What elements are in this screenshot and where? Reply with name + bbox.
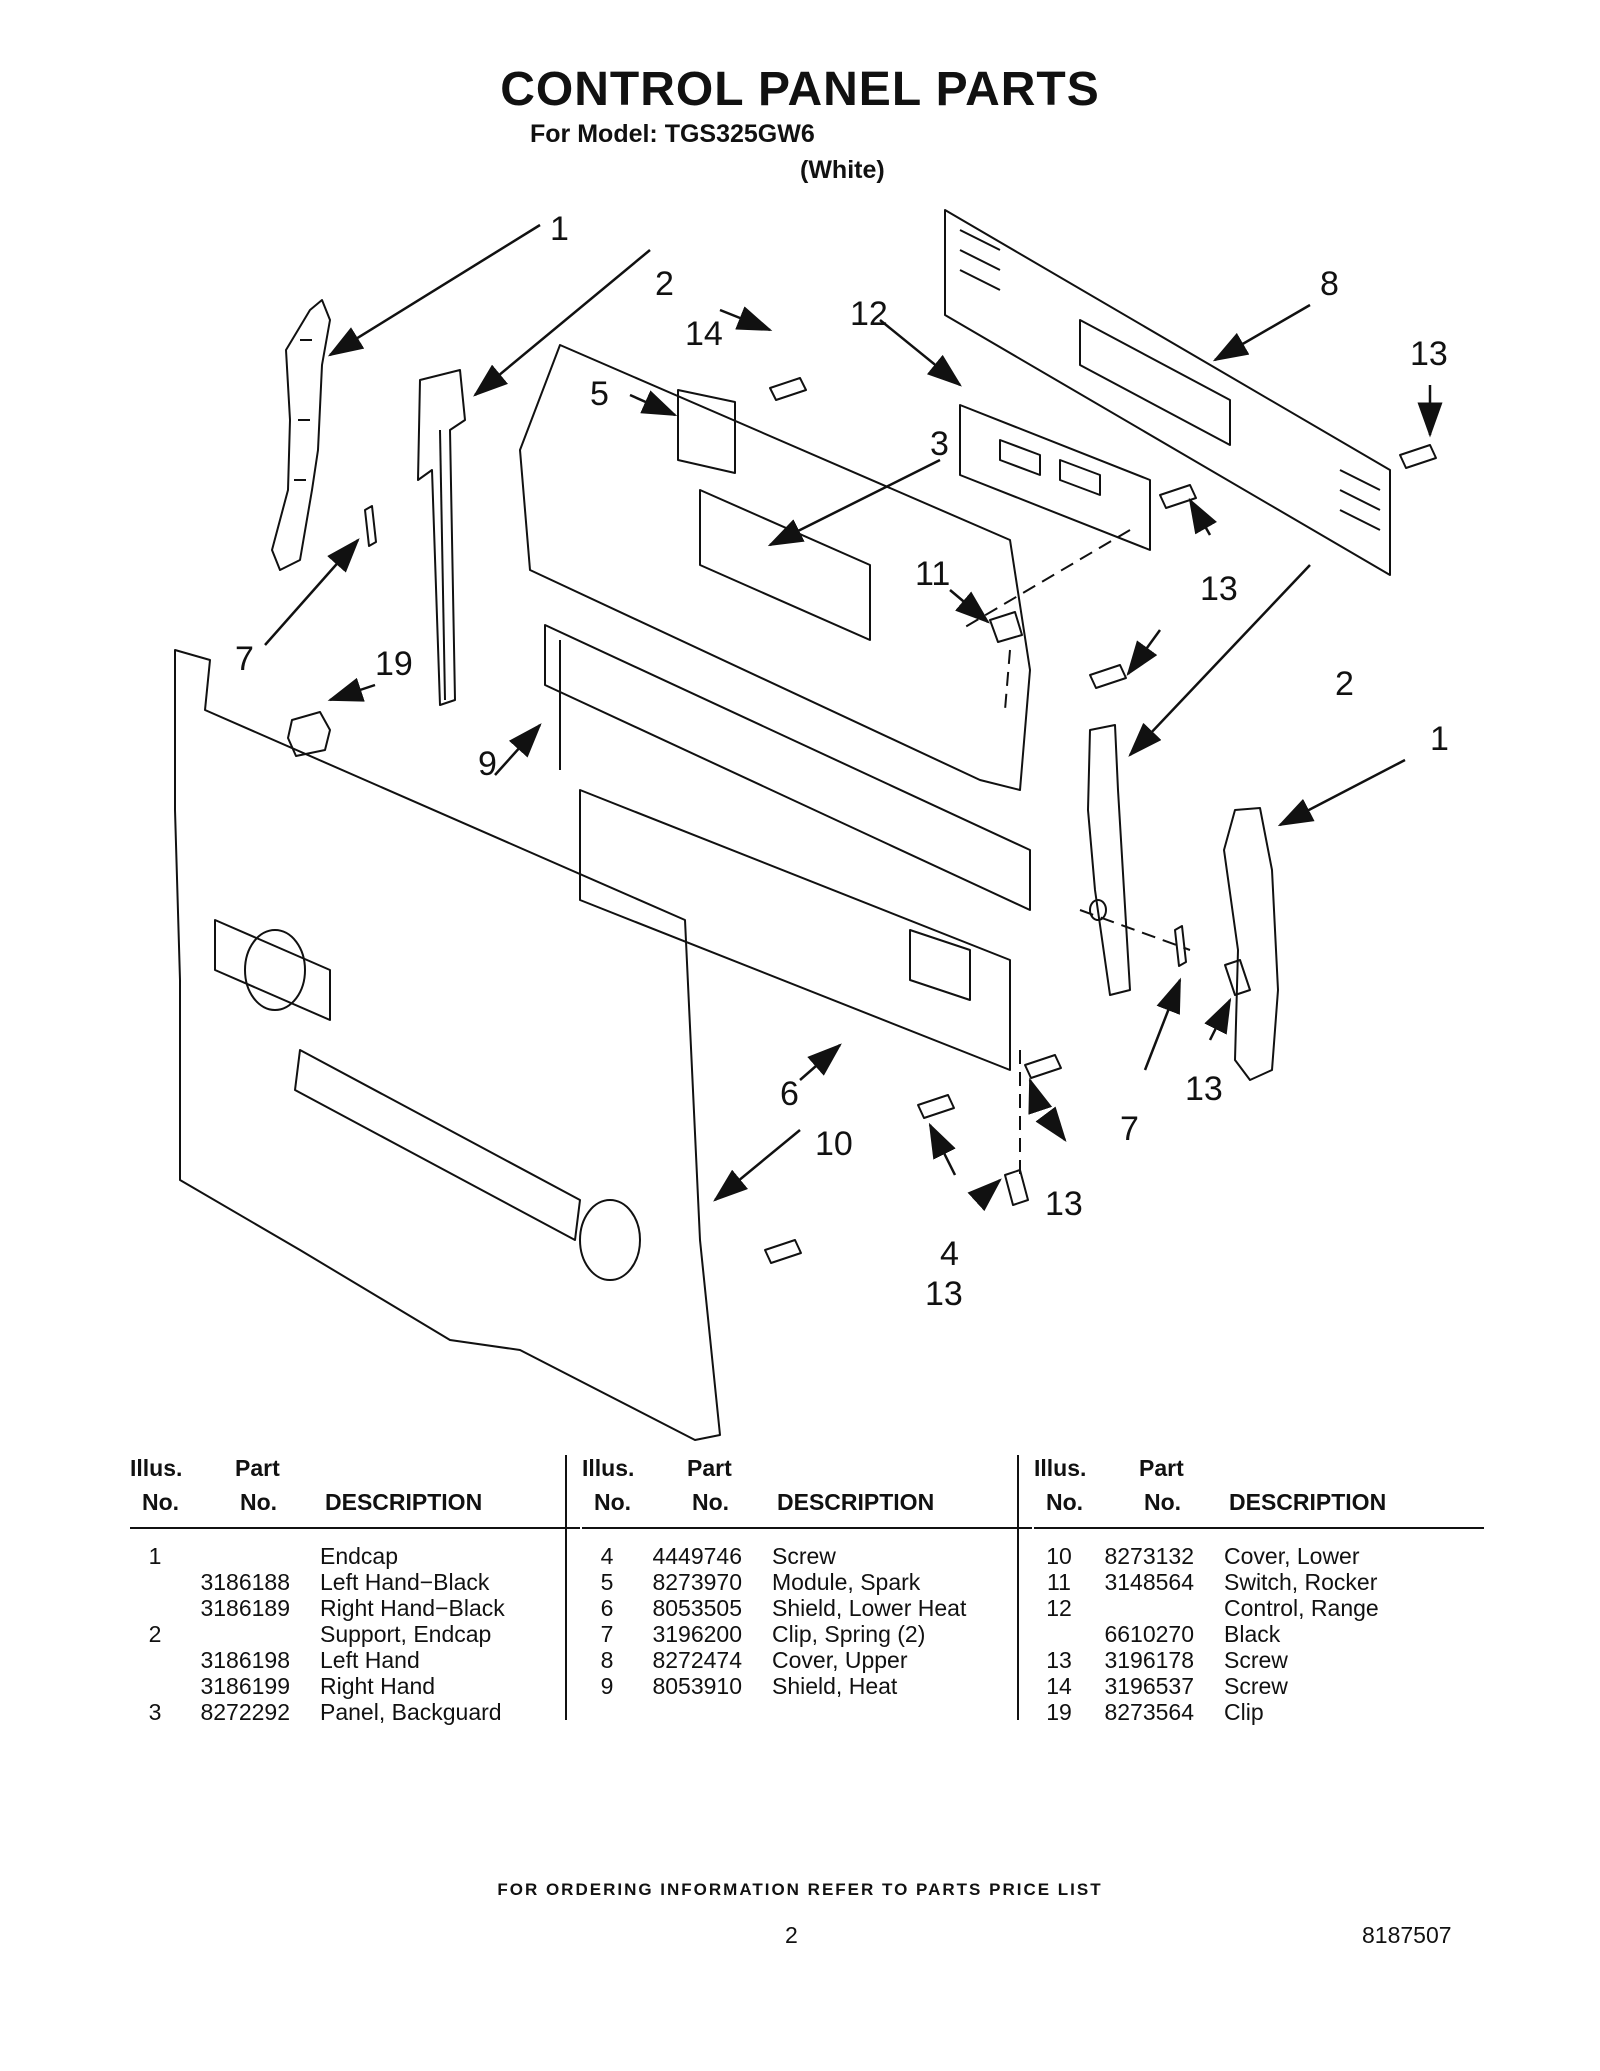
upper-cover — [944, 209, 1391, 576]
header-part-no: No. — [1144, 1489, 1182, 1515]
callout-9: 9 — [478, 745, 497, 783]
callout-2-right: 2 — [1335, 665, 1354, 703]
spring-clip-left — [364, 505, 377, 547]
header-part-no: No. — [240, 1489, 278, 1515]
ordering-note: FOR ORDERING INFORMATION REFER TO PARTS … — [497, 1880, 1103, 1899]
callout-13-c: 13 — [1185, 1070, 1223, 1108]
callout-7-right: 7 — [1120, 1110, 1139, 1148]
callout-19: 19 — [375, 645, 413, 683]
callout-13-b: 13 — [1200, 570, 1238, 608]
backguard-panel — [519, 344, 1031, 791]
header-description: DESCRIPTION — [325, 1489, 483, 1515]
column-divider — [565, 1455, 567, 1720]
column-divider — [1017, 1455, 1019, 1720]
header-illus: Illus. — [130, 1455, 183, 1481]
callout-7-left: 7 — [235, 640, 254, 678]
page-number: 2 — [785, 1922, 798, 1948]
callout-1-right: 1 — [1430, 720, 1449, 758]
rocker-switch — [989, 611, 1023, 643]
screw-13-a — [1399, 444, 1437, 469]
header-description: DESCRIPTION — [1229, 1489, 1387, 1515]
model-number: For Model: TGS325GW6 — [530, 120, 815, 148]
callout-13-d: 13 — [1045, 1185, 1083, 1223]
exploded-parts-diagram: 1 2 14 5 12 3 8 13 11 13 7 19 9 2 1 6 10… — [174, 209, 1449, 1441]
callout-10: 10 — [815, 1125, 853, 1163]
endcap-left — [271, 299, 331, 571]
callout-8: 8 — [1320, 265, 1339, 303]
header-part: Part — [687, 1455, 732, 1481]
header-illus-no: No. — [142, 1489, 180, 1515]
header-illus-no: No. — [1046, 1489, 1084, 1515]
screw-13-e — [1024, 1054, 1062, 1079]
header-part: Part — [235, 1455, 280, 1481]
heat-shield — [544, 624, 1031, 911]
header-part: Part — [1139, 1455, 1184, 1481]
screw-13-d — [1224, 959, 1251, 996]
callout-11: 11 — [915, 555, 950, 593]
page-title: CONTROL PANEL PARTS — [500, 63, 1100, 116]
callout-5: 5 — [590, 375, 609, 413]
document-number: 8187507 — [1362, 1922, 1452, 1948]
callout-3: 3 — [930, 425, 949, 463]
callout-13-f: 13 — [925, 1275, 963, 1313]
callout-12: 12 — [850, 295, 888, 333]
lower-heat-shield — [579, 789, 1011, 1071]
screw-4 — [917, 1094, 955, 1119]
clip-19 — [287, 711, 331, 757]
callout-6: 6 — [780, 1075, 799, 1113]
table-header: Illus. No. Part No. DESCRIPTION — [1034, 1455, 1484, 1529]
header-illus: Illus. — [582, 1455, 635, 1481]
screw-13-f — [1004, 1169, 1029, 1206]
screw-14 — [769, 377, 807, 401]
screw-13-c — [1089, 664, 1127, 689]
endcap-right — [1223, 807, 1279, 1081]
endcap-support-right — [1087, 724, 1131, 996]
header-illus-no: No. — [594, 1489, 632, 1515]
callout-1-left: 1 — [550, 210, 569, 248]
callout-13-a: 13 — [1410, 335, 1448, 373]
endcap-support-left — [417, 369, 466, 706]
callout-14: 14 — [685, 315, 723, 353]
callout-4: 4 — [940, 1235, 959, 1273]
table-header: Illus. No. Part No. DESCRIPTION — [582, 1455, 1032, 1529]
range-control — [959, 404, 1151, 551]
header-illus: Illus. — [1034, 1455, 1087, 1481]
spring-clip-right — [1174, 925, 1187, 967]
screw-13-g — [764, 1239, 802, 1264]
header-description: DESCRIPTION — [777, 1489, 935, 1515]
header-part-no: No. — [692, 1489, 730, 1515]
spark-module — [677, 389, 736, 474]
screw-13-b — [1159, 484, 1197, 509]
lower-cover — [174, 649, 721, 1441]
callout-2-left: 2 — [655, 265, 674, 303]
table-header: Illus. No. Part No. DESCRIPTION — [130, 1455, 580, 1529]
model-color: (White) — [800, 156, 885, 184]
